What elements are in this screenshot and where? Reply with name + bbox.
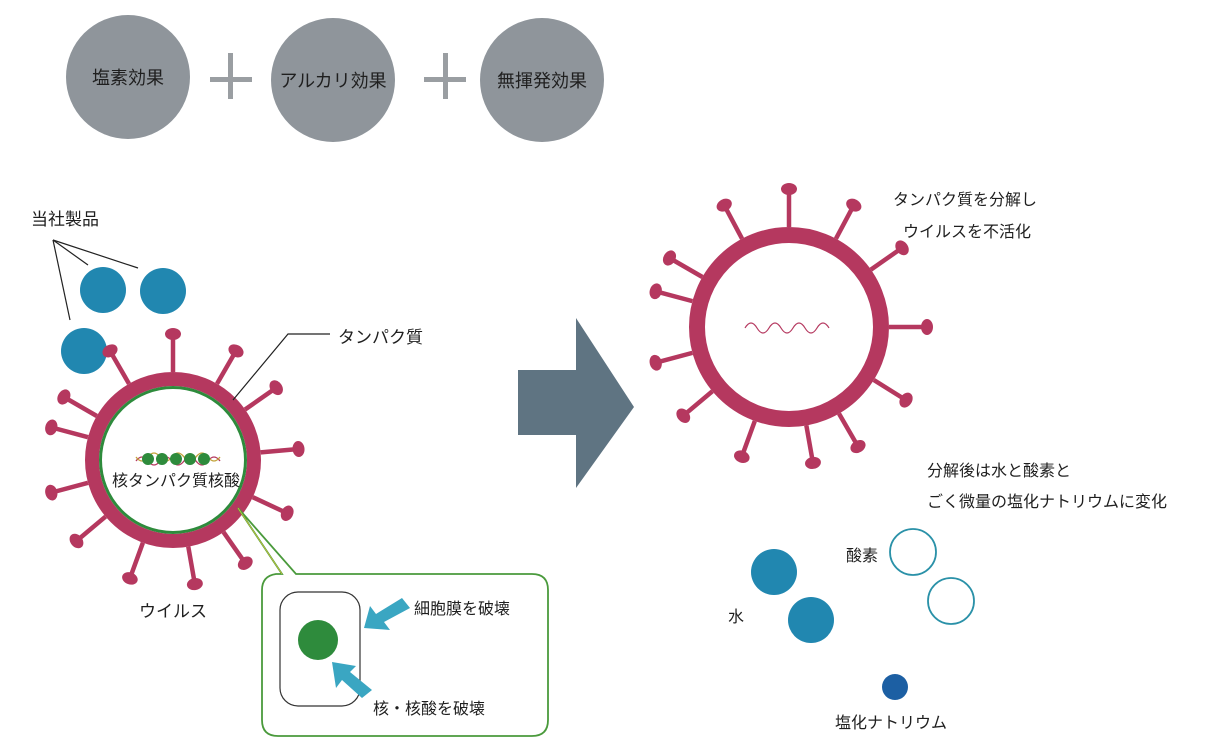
oxygen-particle (927, 577, 975, 625)
virus-spike-cap (895, 240, 909, 256)
virus-spike-cap (662, 250, 677, 266)
destroy-nucleus-label: 核・核酸を破壊 (373, 699, 486, 718)
virus-spike-cap (716, 198, 732, 212)
virus-spike-cap (921, 319, 933, 335)
virus-spike-cap (186, 578, 203, 591)
sodium-chloride-label: 塩化ナトリウム (835, 713, 948, 732)
virus-spike-cap (228, 344, 244, 358)
virus-spike (869, 246, 904, 272)
virus-spike (186, 546, 198, 585)
virus-spike-cap (292, 441, 305, 458)
virus-envelope (689, 227, 889, 427)
virus-spike (655, 289, 693, 304)
after-line-2: ごく微量の塩化ナトリウムに変化 (927, 492, 1168, 511)
plus-icon (424, 53, 466, 99)
virus-membrane (99, 386, 247, 534)
product-particle (140, 268, 186, 314)
effect-label-nonvolatile: 無揮発効果 (497, 71, 587, 92)
virus-spike-cap (69, 533, 84, 549)
effect-label-alkali: アルカリ効果 (279, 71, 387, 92)
virus-spike-cap (850, 439, 866, 454)
virus-spike-cap (165, 328, 181, 340)
effect-circle-nonvolatile (480, 18, 604, 142)
virus-spike (243, 385, 278, 412)
virus-spike (75, 514, 108, 543)
water-particle (751, 549, 797, 595)
product-label: 当社製品 (31, 210, 99, 230)
virus-spike (804, 425, 816, 464)
water-label: 水 (728, 607, 745, 626)
product-pointer-lines (52, 239, 139, 321)
cell-nucleus (298, 620, 338, 660)
virus-spike (681, 389, 714, 418)
effect-label-chlorine: 塩素効果 (92, 68, 164, 89)
virus-label: ウイルス (139, 602, 207, 622)
virus-spike-cap (805, 456, 821, 469)
virus-spike-cap (45, 419, 58, 436)
product-particles (61, 267, 186, 374)
sodium-chloride-particle (882, 674, 908, 700)
virus-spike (127, 541, 146, 580)
protein-leader-line (232, 333, 330, 401)
virus-inactivated (649, 183, 933, 469)
virus-spike (50, 480, 89, 495)
virus-spike-cap (846, 198, 862, 212)
virus-spike-cap (649, 354, 662, 371)
rna-strand (744, 322, 830, 334)
water-particle (788, 597, 834, 643)
membrane-attack-arrow-icon (364, 598, 410, 630)
nucleoprotein-label: 核タンパク質核酸 (112, 471, 241, 490)
virus-spike (872, 378, 908, 403)
virus-spike (655, 350, 693, 365)
after-line-1: 分解後は水と酸素と (927, 461, 1072, 480)
effect-circle-alkali (271, 18, 395, 142)
water-molecules (751, 549, 834, 643)
virus-spike (251, 495, 289, 516)
virus-spike (215, 349, 238, 385)
effect-circle-chlorine (66, 15, 190, 139)
virus-spike-cap (237, 556, 253, 570)
virus-spike-cap (122, 572, 138, 585)
destroy-membrane-label: 細胞膜を破壊 (414, 599, 511, 618)
virus-intact (45, 328, 305, 591)
virus-spike-cap (781, 183, 797, 195)
virus-spike-cap (269, 380, 283, 396)
virus-spike-cap (734, 450, 750, 463)
virus-spike-cap (676, 408, 691, 423)
cell-membrane (279, 591, 361, 707)
oxygen-label: 酸素 (846, 546, 879, 565)
virus-spike (108, 349, 131, 385)
virus-spike (62, 395, 98, 418)
virus-spike (837, 412, 860, 448)
virus-spike (668, 256, 704, 279)
result-line-2: ウイルスを不活化 (903, 222, 1032, 241)
transition-arrow-icon (518, 318, 634, 488)
virus-spike-cap (57, 389, 71, 405)
oxygen-particle (889, 528, 937, 576)
virus-spike-cap (280, 505, 294, 521)
virus-spike (50, 425, 89, 440)
virus-spike-cap (649, 283, 662, 300)
nucleus-attack-arrow-icon (332, 662, 372, 698)
result-line-1: タンパク質を分解し (893, 190, 1038, 209)
callout-box (237, 507, 549, 737)
oxygen-molecules (889, 528, 975, 625)
virus-spike-cap (45, 484, 58, 501)
plus-signs (210, 53, 466, 99)
virus-spike (833, 204, 856, 240)
virus-spike-cap (899, 392, 913, 408)
product-particle (61, 328, 107, 374)
virus-spike-cap (102, 344, 118, 358)
plus-icon (210, 53, 252, 99)
nucleoprotein-helix-icon (135, 452, 221, 466)
virus-spike (260, 446, 299, 455)
virus-spike (722, 204, 745, 240)
virus-spike (221, 530, 248, 565)
product-particle (80, 267, 126, 313)
effect-circles (66, 15, 604, 142)
protein-label: タンパク質 (338, 328, 423, 348)
virus-spike (739, 420, 757, 458)
